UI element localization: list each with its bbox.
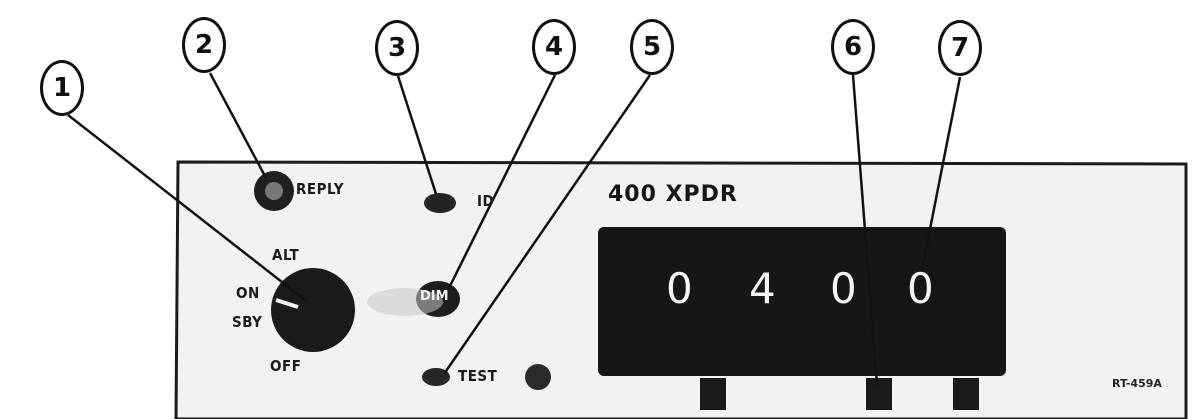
callout-1: 1: [40, 60, 84, 116]
code-display-window: [598, 227, 1006, 376]
display-digit-4: 0: [907, 264, 934, 313]
model-label: RT-459A: [1112, 377, 1162, 390]
code-knob-3: [866, 378, 892, 410]
leader-line-1: [67, 114, 306, 301]
test-lamp: [525, 364, 551, 390]
leader-line-3: [396, 75, 438, 195]
off-label: OFF: [270, 357, 302, 375]
callout-7: 7: [938, 20, 982, 76]
callout-3: 3: [375, 20, 419, 76]
function-selector-knob: [271, 268, 355, 352]
display-digit-2: 4: [749, 264, 776, 313]
test-button: [422, 368, 450, 386]
ident-button: [424, 193, 456, 213]
leader-line-2: [208, 72, 268, 179]
leader-line-6: [851, 74, 879, 386]
ident-label: ID: [477, 192, 495, 210]
display-digit-1: 0: [666, 264, 693, 313]
display-digit-3: 0: [830, 264, 857, 313]
leader-line-4: [446, 74, 557, 291]
leader-line-7: [916, 76, 962, 291]
callout-2: 2: [182, 17, 226, 73]
leader-line-5: [442, 74, 652, 375]
callout-6: 6: [831, 19, 875, 75]
reply-label: REPLY: [296, 180, 345, 198]
code-knob-1: [700, 378, 726, 410]
alt-label: ALT: [272, 246, 300, 264]
code-knob-4: [953, 378, 979, 410]
callout-5: 5: [630, 19, 674, 75]
test-label: TEST: [458, 367, 498, 385]
dim-label: DIM: [420, 289, 449, 304]
selector-pointer: [275, 298, 299, 309]
panel-title: 400 XPDR: [608, 182, 738, 207]
on-label: ON: [236, 284, 260, 302]
sby-label: SBY: [232, 313, 263, 331]
callout-4: 4: [532, 19, 576, 75]
